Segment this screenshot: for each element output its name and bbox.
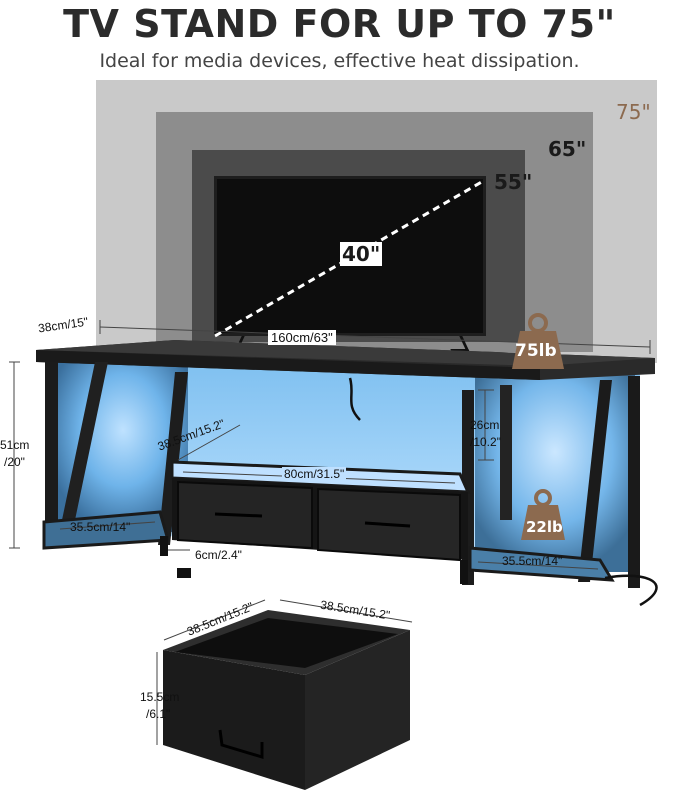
- tv-size-65-label: 65": [548, 137, 587, 161]
- page-title: TV STAND FOR UP TO 75": [63, 2, 616, 46]
- weight-badge-top-icon: [512, 313, 564, 369]
- cabinet-width-label: 80cm/31.5": [282, 467, 347, 481]
- right-shelf-label: 35.5cm/14": [502, 554, 563, 568]
- weight-badge-shelf-icon: [521, 489, 565, 540]
- drawer-height-label-cm: 15.5cm: [140, 690, 180, 704]
- weight-label-shelf: 22lb: [526, 518, 563, 536]
- leg-gap-label: 6cm/2.4": [195, 548, 242, 562]
- tv-size-55-label: 55": [494, 170, 533, 194]
- drawer-height-label-in: /6.1": [146, 707, 171, 721]
- shelf-height-label-cm: 26cm: [470, 418, 500, 432]
- height-dimension-label-in: /20": [4, 455, 25, 469]
- weight-label-top: 75lb: [515, 341, 557, 361]
- left-shelf-label: 35.5cm/14": [70, 520, 131, 534]
- height-dimension-label-cm: 51cm: [0, 438, 30, 452]
- shelf-height-label-in: /10.2": [470, 435, 501, 449]
- width-dimension-label: 160cm/63": [268, 330, 336, 345]
- tv-size-75-label: 75": [616, 100, 651, 124]
- page-subtitle: Ideal for media devices, effective heat …: [99, 50, 580, 72]
- tv-size-40-label: 40": [340, 242, 383, 266]
